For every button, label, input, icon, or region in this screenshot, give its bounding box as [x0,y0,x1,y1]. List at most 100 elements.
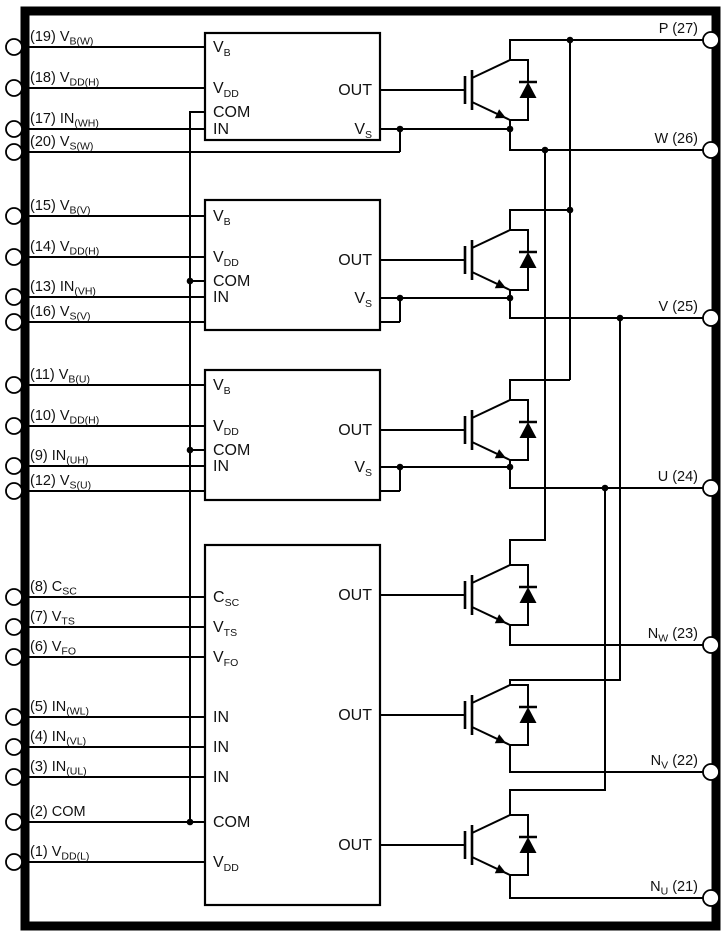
junction-dot [616,314,624,322]
pin-26-label: W (26) [655,131,699,147]
driver-block-u-high: VB VDD COM IN OUT VS [203,368,382,502]
pin-terminal-2 [5,813,23,831]
pin-terminal-27 [702,31,720,49]
pin-terminal-8 [5,588,23,606]
pin-terminal-17 [5,120,23,138]
pin-terminal-5 [5,708,23,726]
pin-terminal-15 [5,207,23,225]
vs-label: VS [354,121,372,141]
junction-dots [186,36,624,826]
vs-label: VS [354,290,372,310]
out-u-label: OUT [338,837,372,854]
junction-dot [566,206,574,214]
junction-dot [601,484,609,492]
pin-5-label: (5) IN(WL) [30,699,89,718]
out-label: OUT [338,252,372,269]
pin-terminal-13 [5,288,23,306]
block-outline [203,31,382,142]
block-outline [203,543,382,907]
pin-14-label: (14) VDD(H) [30,239,99,258]
pin-terminal-19 [5,38,23,56]
driver-block-low-side: CSC VTS VFO IN IN IN COM VDD OUT OUT OUT [203,543,382,907]
pin-terminal-16 [5,313,23,331]
in-label: IN [213,289,229,306]
pin-terminal-10 [5,417,23,435]
vts-label: VTS [213,619,237,639]
pin-27-label: P (27) [659,21,698,37]
junction-dot [186,818,194,826]
vb-label: VB [213,39,231,59]
vs-nets [380,128,510,491]
igbt-u-high [463,398,539,462]
out-v-label: OUT [338,707,372,724]
junction-dot [396,463,404,471]
pin-terminal-22 [702,763,720,781]
com-label: COM [213,442,250,459]
pin-terminal-3 [5,768,23,786]
out-label: OUT [338,82,372,99]
block-outline [203,198,382,332]
pin-terminal-14 [5,248,23,266]
out-wires [380,89,465,846]
vdd-label: VDD [213,80,239,100]
junction-dot [186,446,194,454]
junction-dot [396,294,404,302]
in-vl-label: IN [213,739,229,756]
pin-8-label: (8) CSC [30,579,77,598]
out-label: OUT [338,422,372,439]
pin-12-label: (12) VS(U) [30,473,91,492]
junction-dot [566,36,574,44]
pin-terminal-7 [5,618,23,636]
junction-dot [186,277,194,285]
n-phase-lines [509,625,711,899]
vdd-label: VDD [213,249,239,269]
pin-18-label: (18) VDD(H) [30,70,99,89]
pin-11-label: (11) VB(U) [30,367,90,386]
pin-terminal-26 [702,141,720,159]
igbt-w-low [463,563,539,627]
igbt-v-low [463,683,539,747]
junction-dot [506,125,514,133]
pin-15-label: (15) VB(V) [30,198,91,217]
driver-block-w-high: VB VDD COM IN OUT VS [203,31,382,142]
driver-block-v-high: VB VDD COM IN OUT VS [203,198,382,332]
pin-terminal-1 [5,853,23,871]
pin-22-label: NV (22) [651,753,698,772]
com-label: COM [213,814,250,831]
in-ul-label: IN [213,769,229,786]
pin-10-label: (10) VDD(H) [30,408,99,427]
pin-16-label: (16) VS(V) [30,304,91,323]
pin-terminal-24 [702,479,720,497]
pin-terminal-4 [5,738,23,756]
pin-terminal-11 [5,376,23,394]
igbt-u-low [463,813,539,877]
pins-right: P (27) W (26) V (25) U (24) NW (23) NV (… [648,21,720,907]
pin-terminal-21 [702,889,720,907]
pin-9-label: (9) IN(UH) [30,448,88,467]
w-phase-net [509,120,711,565]
pin-20-label: (20) VS(W) [30,134,93,153]
pin-terminal-6 [5,648,23,666]
pin-terminal-18 [5,79,23,97]
pin-4-label: (4) IN(VL) [30,729,86,748]
pin-terminal-20 [5,143,23,161]
pin-17-label: (17) IN(WH) [30,111,99,130]
vdd-label: VDD [213,418,239,438]
pin-24-label: U (24) [658,469,698,485]
vb-label: VB [213,377,231,397]
pin-7-label: (7) VTS [30,609,75,628]
in-wl-label: IN [213,709,229,726]
pin-terminal-23 [702,636,720,654]
vs-label: VS [354,459,372,479]
block-outline [203,368,382,502]
module-border [20,6,721,931]
pin-terminal-9 [5,457,23,475]
pin-19-label: (19) VB(W) [30,29,93,48]
in-label: IN [213,121,229,138]
junction-dot [506,294,514,302]
out-w-label: OUT [338,587,372,604]
pin-2-label: (2) COM [30,804,86,820]
igbt-v-high [463,228,539,292]
